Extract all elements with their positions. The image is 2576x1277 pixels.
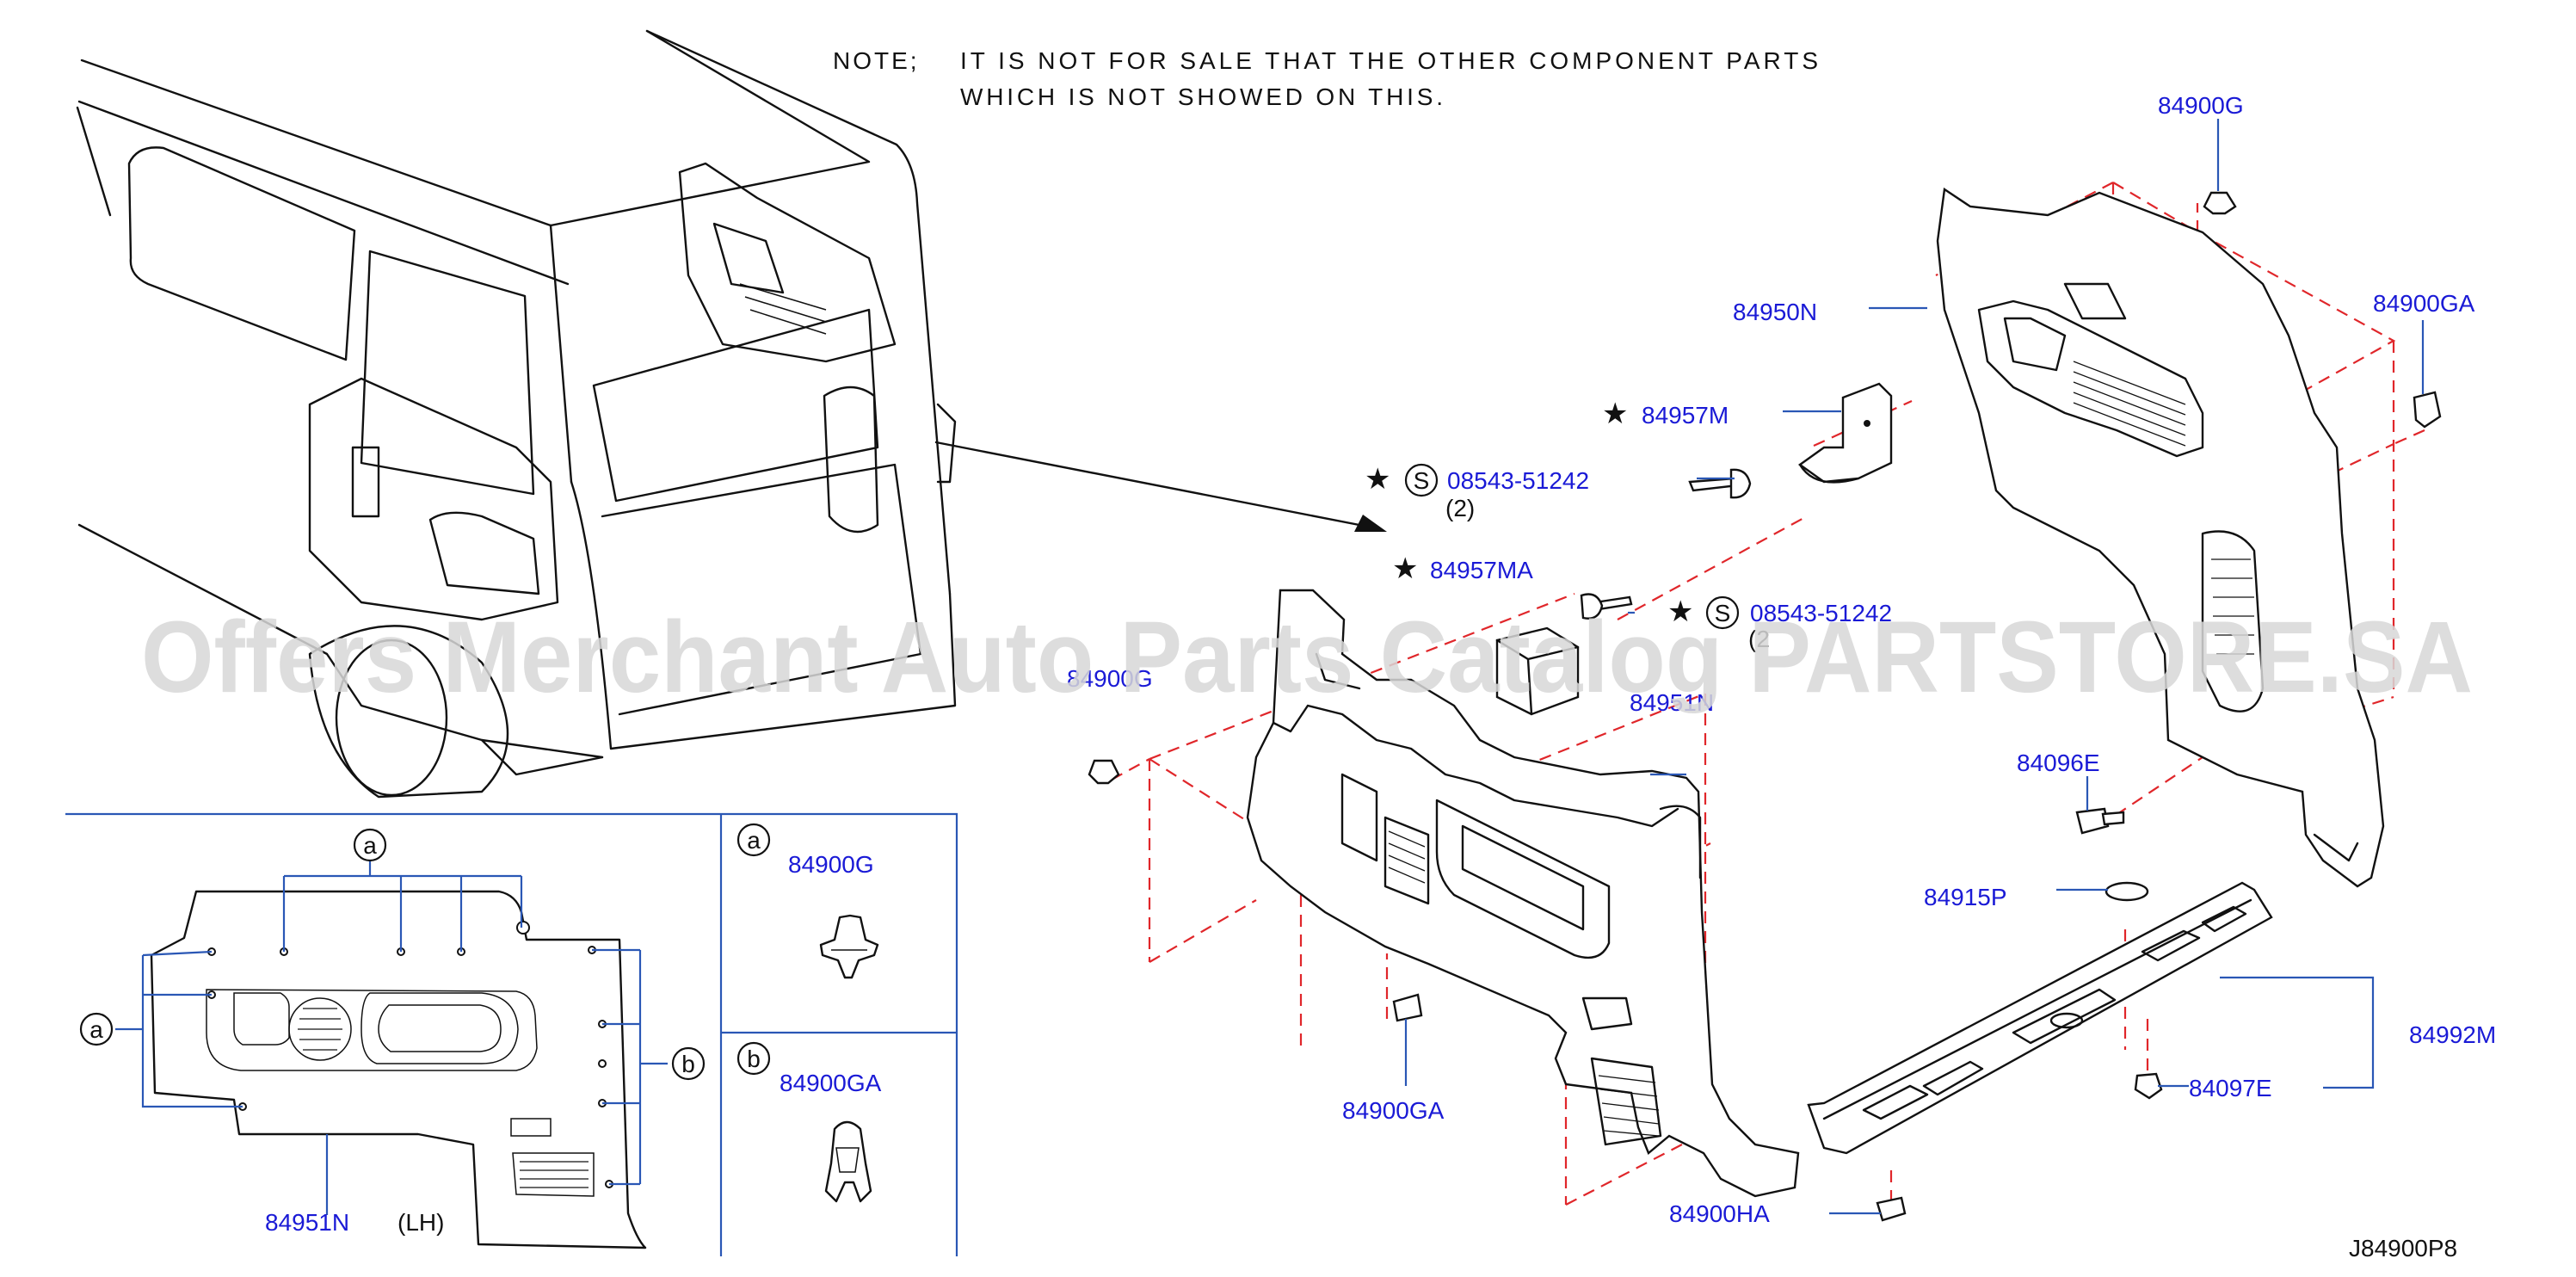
clip-84900G-left [1088, 759, 1120, 785]
note-label: NOTE; [833, 47, 920, 74]
star-mark-08543-b: ★ [1667, 595, 1693, 629]
label-84950N: 84950N [1733, 299, 1817, 325]
legend-a-part: 84900G [788, 851, 874, 878]
star-mark-84957M: ★ [1602, 397, 1628, 431]
clip-84097E [2134, 1072, 2163, 1100]
cap-84915P [2105, 881, 2149, 902]
s-symbol-a [1404, 463, 1439, 497]
label-84900HA: 84900HA [1669, 1200, 1770, 1227]
qty-08543-b: (2 [1748, 626, 1770, 652]
detail-inset [65, 812, 958, 1256]
label-84096E: 84096E [2017, 750, 2100, 776]
legend-a: a 84900G [736, 823, 879, 979]
inset-panel-84951N [115, 861, 668, 1249]
inset-tags: a a b 84951N (LH) [79, 828, 706, 1236]
vehicle-rear-illustration [76, 29, 1387, 799]
s-symbol-b [1705, 595, 1740, 630]
tag-b-right [671, 1046, 706, 1081]
clip-84900GA-mid [1392, 993, 1423, 1022]
label-84900GA-right: 84900GA [2373, 290, 2475, 317]
clip-84096E [2075, 807, 2125, 835]
star-mark-84957MA: ★ [1392, 552, 1418, 586]
label-84957M: 84957M [1642, 402, 1729, 429]
screw-08543-a [1688, 468, 1752, 499]
qty-08543-a: (2) [1445, 495, 1475, 521]
label-84900GA-mid: 84900GA [1342, 1097, 1445, 1124]
clip-84900GA-icon [824, 1120, 872, 1203]
label-84900G-left: 84900G [1067, 665, 1153, 692]
note-line-2: WHICH IS NOT SHOWED ON THIS. [960, 83, 1445, 110]
part-leader-lines [1404, 119, 2425, 1215]
rear-scuff-plate-84992M [1807, 881, 2273, 1155]
inset-part-84951N: 84951N [265, 1209, 349, 1236]
clip-84900HA [1876, 1196, 1907, 1222]
label-84097E: 84097E [2189, 1075, 2272, 1101]
label-84957MA: 84957MA [1430, 557, 1533, 583]
label-08543-b: 08543-51242 [1750, 600, 1892, 626]
label-84900G-top: 84900G [2158, 92, 2244, 119]
label-08543-a: 08543-51242 [1447, 467, 1589, 494]
screw-08543-b [1580, 593, 1633, 620]
clip-84900G-icon [819, 914, 879, 979]
tag-a-left [79, 1012, 114, 1046]
tag-a-top-label: a [363, 832, 377, 859]
part-labels: 84900G 84950N 84900GA ★ 84957M ★ S 08543… [1067, 92, 2496, 1227]
s-symbol-b-label: S [1715, 600, 1731, 626]
tag-a-left-label: a [89, 1016, 103, 1043]
clip-84900GA-right [2413, 391, 2442, 429]
rear-side-trim-panel-84951N [1246, 589, 1800, 1198]
bracket-84957MA [1495, 626, 1580, 716]
legend-b-part: 84900GA [780, 1070, 882, 1096]
legend-b-tag: b [747, 1046, 761, 1072]
legend-b: b 84900GA [736, 1041, 882, 1203]
inset-side-lh: (LH) [397, 1209, 444, 1236]
s-symbol-a-label: S [1414, 467, 1430, 494]
star-mark-08543-a: ★ [1365, 462, 1390, 497]
clip-84900G-top [2203, 191, 2237, 215]
upper-rear-trim-panel-84950N [1936, 187, 2385, 888]
legend-a-tag: a [747, 827, 761, 854]
label-84992M: 84992M [2409, 1021, 2496, 1048]
tag-b-right-label: b [681, 1051, 695, 1077]
diagram-code: J84900P8 [2349, 1235, 2457, 1262]
watermark-text: Offers Merchant Auto Parts Catalog PARTS… [141, 601, 2473, 714]
label-84951N-main: 84951N [1630, 689, 1714, 716]
bracket-84957M [1797, 382, 1893, 484]
note-line-1: IT IS NOT FOR SALE THAT THE OTHER COMPON… [960, 47, 1821, 74]
label-84915P: 84915P [1924, 884, 2007, 910]
tag-a-top [353, 828, 387, 862]
sale-note: NOTE; IT IS NOT FOR SALE THAT THE OTHER … [833, 47, 1821, 110]
